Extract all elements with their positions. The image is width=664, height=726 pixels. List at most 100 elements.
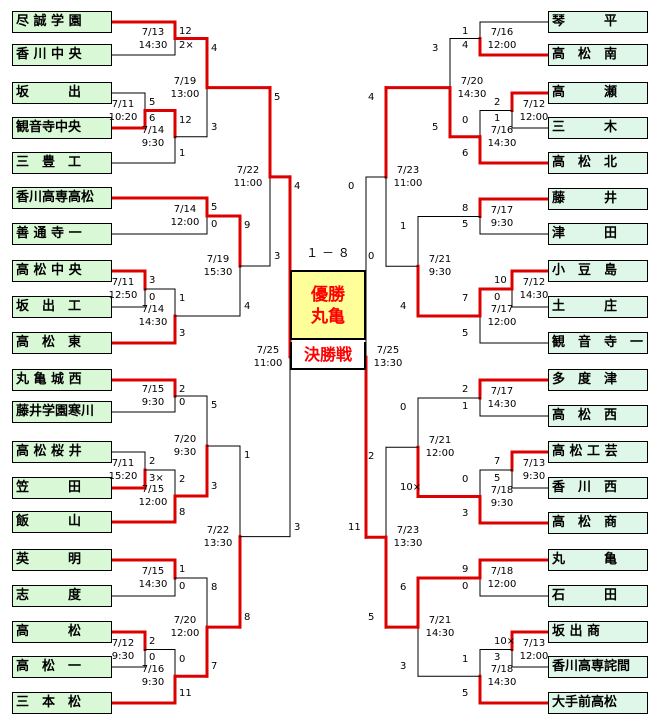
match-score: 0 [494, 292, 501, 303]
match-time: 9:30 [173, 447, 197, 458]
match-score: 0 [462, 581, 469, 592]
champion-title: 優勝 [311, 285, 345, 305]
match-date: 7/18 [490, 664, 514, 676]
match-score: 3 [294, 521, 301, 533]
match-time: 12:00 [138, 497, 168, 508]
match-score: 1 [179, 564, 186, 575]
match-date: 7/11 [111, 277, 135, 288]
match-score: 6 [462, 148, 469, 159]
match-time: 9:30 [428, 267, 452, 279]
match-score: 8 [244, 612, 251, 624]
team-box: 香川高専高松 [12, 187, 112, 209]
match-time: 12:00 [170, 217, 200, 228]
match-score: 0 [149, 652, 156, 663]
team-box: 観音寺中央 [12, 117, 112, 139]
match-date: 7/14 [141, 124, 165, 136]
team-box: 石 田 [548, 585, 648, 607]
match-score: 5 [462, 688, 469, 699]
team-box: 小 豆 島 [548, 260, 648, 282]
match-time: 13:30 [393, 538, 423, 550]
match-score: 3 [149, 275, 156, 286]
team-box: 丸 亀 城 西 [12, 369, 112, 391]
team-box: 三 豊 工 [12, 152, 112, 174]
match-score: 0 [149, 292, 156, 303]
team-box: 英 明 [12, 549, 112, 571]
match-score: 5 [494, 473, 501, 484]
match-time: 14:30 [487, 137, 517, 149]
match-date: 7/18 [490, 484, 514, 496]
match-date: 7/21 [428, 254, 452, 266]
team-box: 志 度 [12, 585, 112, 607]
match-time: 10:20 [108, 111, 138, 123]
match-date: 7/13 [141, 26, 165, 38]
match-date: 7/17 [490, 386, 514, 397]
match-time: 11:00 [233, 177, 263, 189]
match-score: 1 [462, 653, 469, 665]
match-time: 11:00 [253, 357, 283, 369]
match-score: 11 [348, 522, 361, 534]
team-box: 高 瀬 [548, 82, 648, 104]
team-box: 高 松 中 央 [12, 260, 112, 282]
team-box: 高 松 西 [548, 405, 648, 427]
match-score: 8 [462, 203, 469, 214]
team-box: 坂 出 [12, 82, 112, 104]
match-date: 7/11 [111, 458, 135, 469]
team-box: 多 度 津 [548, 369, 648, 391]
match-score: 9 [462, 564, 469, 575]
match-date: 7/22 [236, 164, 260, 176]
match-score: 2 [179, 474, 186, 485]
match-score: 2× [179, 40, 194, 51]
match-score: 0 [462, 474, 469, 485]
match-time: 12:00 [519, 111, 549, 123]
match-date: 7/20 [173, 615, 197, 627]
team-box: 大手前高松 [548, 692, 648, 714]
match-time: 12:00 [487, 579, 517, 590]
match-time: 9:30 [141, 397, 165, 408]
match-time: 14:30 [487, 399, 517, 410]
match-score: 3 [179, 328, 186, 339]
match-date: 7/23 [396, 164, 420, 176]
team-box: 高 松 南 [548, 44, 648, 66]
team-box: 丸 亀 [548, 549, 648, 571]
team-box: 高 松 [12, 621, 112, 643]
match-date: 7/16 [490, 26, 514, 38]
match-score: 5 [211, 202, 218, 213]
match-time: 12:00 [425, 448, 455, 460]
match-date: 7/11 [111, 98, 135, 110]
match-date: 7/15 [141, 566, 165, 577]
match-score: 0 [400, 402, 407, 413]
match-score: 5 [462, 328, 469, 339]
match-score: 3 [400, 661, 407, 673]
match-score: 12 [179, 26, 192, 37]
match-time: 14:30 [425, 628, 455, 640]
match-score: 1 [179, 148, 186, 159]
match-date: 7/21 [428, 435, 452, 447]
match-score: 3 [432, 42, 439, 54]
match-date: 7/23 [396, 525, 420, 537]
final-label: 決勝戦 [290, 342, 366, 370]
team-box: 高 松 東 [12, 332, 112, 354]
match-score: 8 [179, 507, 186, 518]
match-score: 2 [179, 384, 186, 395]
team-box: 善 通 寺 一 [12, 223, 112, 245]
match-time: 12:50 [108, 290, 138, 301]
match-date: 7/20 [460, 75, 484, 87]
match-date: 7/16 [141, 664, 165, 676]
match-score: 10 [494, 275, 507, 286]
team-box: 尽 誠 学 園 [12, 11, 112, 33]
match-score: 4 [400, 301, 407, 312]
match-score: 11 [179, 688, 192, 699]
match-score: 4 [368, 91, 375, 103]
match-time: 14:30 [138, 579, 168, 590]
match-date: 7/25 [376, 345, 400, 357]
match-date: 7/17 [490, 304, 514, 315]
match-score: 12 [179, 114, 192, 126]
match-date: 7/19 [206, 254, 230, 265]
match-score: 3 [274, 251, 281, 262]
match-score: 3 [462, 508, 469, 519]
match-score: 5 [211, 400, 218, 411]
champion-name: 丸亀 [311, 307, 345, 327]
match-time: 12:00 [519, 650, 549, 662]
match-score: 1 [494, 113, 501, 124]
match-time: 9:30 [141, 677, 165, 689]
